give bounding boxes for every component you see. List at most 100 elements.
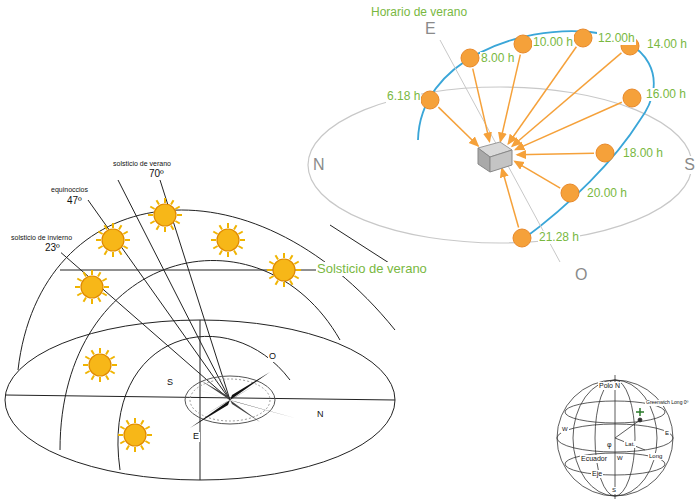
chart-heading: Horario de verano bbox=[370, 6, 468, 19]
time-label: 8.00 h bbox=[480, 52, 515, 65]
compass-letter: S bbox=[166, 378, 174, 388]
sun-icon bbox=[81, 276, 103, 298]
cardinal-letter: N bbox=[312, 156, 326, 174]
sun-ray bbox=[515, 102, 622, 149]
sun-ray bbox=[91, 299, 93, 304]
sun-ray bbox=[220, 225, 223, 229]
sun-icon bbox=[89, 354, 111, 376]
sun-ray bbox=[164, 227, 166, 232]
sun-ray bbox=[517, 153, 594, 155]
globe-label: Eje bbox=[591, 470, 603, 478]
globe-label: Greenwich Long 0º bbox=[645, 400, 689, 406]
sun-ray bbox=[234, 225, 237, 229]
sun-icon bbox=[102, 229, 124, 251]
sun-ray bbox=[77, 293, 81, 296]
sun-marker bbox=[561, 184, 579, 202]
sun-ray bbox=[106, 350, 109, 354]
angle-value: 70º bbox=[148, 168, 165, 179]
sun-marker bbox=[513, 229, 531, 247]
sun-ray bbox=[102, 293, 106, 296]
sun-ray bbox=[105, 225, 108, 229]
sun-ray bbox=[296, 269, 301, 271]
sun-ray bbox=[171, 200, 174, 204]
path-caption: Solsticio de verano bbox=[316, 262, 428, 276]
sun-ray bbox=[515, 161, 561, 188]
sun-marker bbox=[623, 89, 641, 107]
sun-ray bbox=[294, 276, 298, 279]
sun-ray bbox=[512, 53, 621, 146]
time-label: 10.00 h bbox=[532, 36, 574, 49]
sun-ray bbox=[84, 297, 87, 301]
sun-ray bbox=[96, 239, 101, 241]
sun-icon bbox=[124, 424, 146, 446]
sun-ray bbox=[84, 272, 87, 276]
sun-ray bbox=[119, 225, 122, 229]
sun-ray bbox=[75, 286, 80, 288]
sun-ray bbox=[157, 225, 160, 229]
sun-ray bbox=[112, 252, 114, 257]
sun-ray bbox=[283, 282, 285, 287]
sun-ray bbox=[85, 371, 89, 374]
sun-marker bbox=[514, 35, 532, 53]
sun-ray bbox=[171, 225, 174, 229]
sun-ray bbox=[508, 47, 576, 144]
sun-ray bbox=[105, 250, 108, 254]
sun-ray bbox=[473, 69, 490, 142]
angle-caption: solsticio de verano bbox=[112, 160, 172, 168]
sun-ray bbox=[112, 223, 114, 228]
sun-ray bbox=[147, 434, 152, 436]
sun-ray bbox=[98, 232, 102, 235]
sun-ray bbox=[283, 253, 285, 258]
sun-ray bbox=[123, 246, 127, 249]
globe-label: φ bbox=[606, 441, 613, 449]
cardinal-letter: S bbox=[683, 156, 696, 174]
sun-ray bbox=[77, 279, 81, 282]
sun-ray bbox=[240, 239, 245, 241]
sun-ray bbox=[177, 214, 182, 216]
compass-letter: O bbox=[268, 352, 277, 362]
time-label: 21.28 h bbox=[538, 231, 580, 244]
globe-label: W bbox=[616, 455, 624, 462]
sun-ray bbox=[164, 198, 166, 203]
sun-ray bbox=[141, 445, 144, 449]
sun-ray bbox=[110, 357, 114, 360]
sun-ray bbox=[127, 445, 130, 449]
sun-ray bbox=[234, 250, 237, 254]
sun-ray bbox=[134, 418, 136, 423]
sun-ray bbox=[150, 207, 154, 210]
sun-marker bbox=[596, 144, 614, 162]
sun-ray bbox=[145, 441, 149, 444]
sun-ray bbox=[99, 377, 101, 382]
globe-label: W bbox=[561, 426, 569, 433]
sun-ray bbox=[91, 270, 93, 275]
sun-ray bbox=[175, 207, 179, 210]
sun-marker bbox=[461, 49, 479, 67]
globe-label: S bbox=[611, 487, 617, 494]
sun-ray bbox=[500, 55, 520, 142]
sun-ray bbox=[175, 221, 179, 224]
sun-ray bbox=[227, 252, 229, 257]
sun-ray bbox=[227, 223, 229, 228]
sun-marker bbox=[574, 29, 592, 47]
sun-ray bbox=[118, 434, 123, 436]
sun-ray bbox=[294, 262, 298, 265]
sun-ray bbox=[148, 214, 153, 216]
time-label: 16.00 h bbox=[645, 88, 687, 101]
sun-ray bbox=[502, 168, 519, 227]
sun-ray bbox=[92, 350, 95, 354]
sun-ray bbox=[120, 441, 124, 444]
sun-ray bbox=[290, 255, 293, 259]
sun-ray bbox=[104, 286, 109, 288]
compass-letter: N bbox=[316, 410, 325, 420]
cardinal-letter: O bbox=[574, 266, 588, 284]
sun-ray bbox=[276, 255, 279, 259]
sun-ray bbox=[119, 250, 122, 254]
angle-value: 47º bbox=[66, 195, 83, 206]
compass-rose bbox=[175, 372, 295, 428]
sun-ray bbox=[157, 200, 160, 204]
time-label: 18.00 h bbox=[622, 147, 664, 160]
globe-coordinates bbox=[557, 375, 673, 499]
sun-ray bbox=[267, 269, 272, 271]
